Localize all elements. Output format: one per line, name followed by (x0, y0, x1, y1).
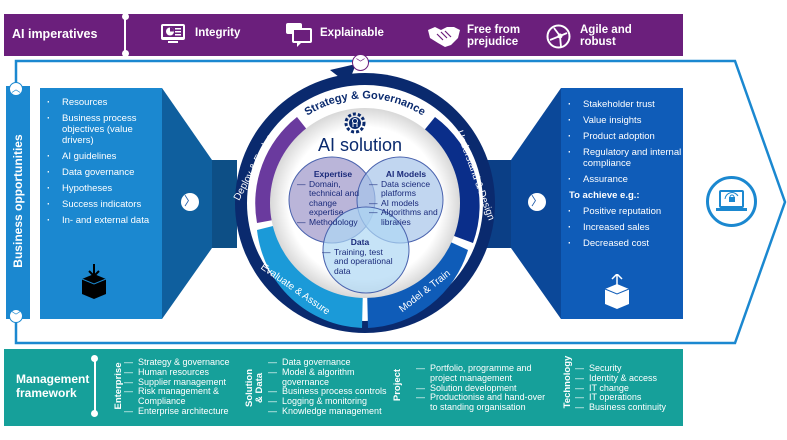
list-item: IT operations (575, 393, 666, 403)
list-item: Success indicators (40, 199, 162, 210)
venn-title: AI Models (385, 169, 427, 179)
ai-gear-icon (344, 112, 366, 139)
management-framework-title: Management framework (16, 372, 89, 400)
chevron-right-icon[interactable]: 〉 (181, 193, 199, 211)
achieve-heading: To achieve e.g.: (569, 190, 640, 201)
list-item: Supplier management (124, 377, 243, 388)
list-item: Positive reputation (561, 206, 683, 217)
list-item: Strategy & governance (124, 357, 243, 368)
list-item: In- and external data (40, 215, 162, 226)
list-item: IT change (575, 383, 666, 394)
group-label-enterprise: Enterprise (113, 362, 124, 410)
label-line: robust (580, 36, 616, 48)
title-line: framework (16, 386, 77, 400)
list-item: Logging & monitoring (268, 396, 398, 407)
imperative-integrity: Integrity (195, 27, 241, 39)
label-line: Agile and (580, 24, 632, 36)
title-line: Management (16, 372, 90, 386)
technology-list: Security Identity & access IT change IT … (575, 363, 666, 413)
imperative-agile-and-robust: Agile and robust (580, 24, 632, 48)
list-item: Regulatory and internal compliance (561, 147, 683, 169)
list-item: AI guidelines (40, 151, 162, 162)
outcomes-panel: Stakeholder trust Value insights Product… (561, 88, 683, 319)
list-item: Resources (40, 97, 162, 108)
ai-imperatives-title: AI imperatives (12, 27, 98, 41)
list-item: Decreased cost (561, 238, 683, 249)
list-item: Model & algorithm governance (268, 367, 382, 388)
list-item: Business process controls (268, 387, 398, 397)
venn-title: Expertise (313, 169, 353, 179)
business-opportunities-label: Business opportunities (11, 134, 25, 268)
laptop-lock-icon (706, 176, 757, 227)
label-line: Free from (467, 24, 521, 36)
list-item: Stakeholder trust (561, 99, 683, 110)
venn-item: Domain, technical and change expertise (297, 179, 366, 218)
list-item: Business continuity (575, 402, 666, 413)
list-item: Product adoption (561, 131, 683, 142)
list-item: Assurance (561, 174, 683, 185)
network-node-icon (546, 24, 571, 54)
chevron-down-icon[interactable]: ﹀ (9, 309, 23, 323)
inputs-panel: Resources Business process objectives (v… (40, 88, 162, 319)
venn-data-text: Data Training, test and operational data (322, 237, 395, 277)
handshake-icon (427, 24, 461, 53)
chevron-right-icon[interactable]: 〉 (528, 193, 546, 211)
list-item: Solution development (416, 383, 551, 394)
outcomes-list: Stakeholder trust Value insights Product… (561, 99, 683, 185)
venn-item: Training, test and operational data (322, 247, 395, 277)
venn-ai-models-text: AI Models Data science platforms AI mode… (369, 169, 440, 227)
list-item: Value insights (561, 115, 683, 126)
divider-dot (91, 355, 98, 362)
group-label-solution-data: Solution & Data (244, 358, 265, 418)
chevron-up-icon[interactable]: ︿ (9, 82, 23, 96)
group-label-project: Project (392, 368, 403, 402)
solution-data-list: Data governance Model & algorithm govern… (268, 357, 398, 417)
speech-bubbles-icon (285, 22, 313, 53)
label-line: prejudice (467, 36, 519, 48)
achieve-list: Positive reputation Increased sales Decr… (561, 206, 683, 249)
imperative-free-from-prejudice: Free from prejudice (467, 24, 520, 48)
box-upload-icon (603, 272, 631, 315)
venn-item: Algorithms and libraries (369, 207, 440, 227)
divider-dot (122, 13, 129, 20)
divider-dot (122, 50, 129, 57)
box-download-icon (80, 264, 108, 305)
venn-title: Data (350, 237, 370, 247)
venn-item: AI models (369, 198, 440, 209)
list-item: Productionise and hand-over to standing … (416, 393, 551, 413)
inputs-list: Resources Business process objectives (v… (40, 97, 162, 226)
list-item: Security (575, 363, 666, 374)
list-item: Data governance (40, 167, 162, 178)
label-line: & Data (254, 372, 265, 404)
venn-item: Data science platforms (369, 179, 440, 199)
list-item: Increased sales (561, 222, 683, 233)
list-item: Risk management & Compliance (124, 387, 243, 407)
enterprise-list: Strategy & governance Human resources Su… (124, 357, 243, 417)
divider (94, 357, 96, 415)
chevron-down-icon[interactable]: ﹀ (352, 54, 369, 71)
list-item: Human resources (124, 367, 243, 378)
list-item: Enterprise architecture (124, 406, 243, 417)
list-item: Knowledge management (268, 406, 398, 417)
list-item: Business process objectives (value drive… (40, 113, 162, 146)
list-item: Identity & access (575, 373, 666, 384)
venn-expertise-text: Expertise Domain, technical and change e… (297, 169, 366, 228)
divider (124, 17, 126, 53)
project-list: Portfolio, programme and project managem… (416, 363, 551, 413)
list-item: Portfolio, programme and project managem… (416, 363, 551, 384)
ai-solution-title: AI solution (317, 135, 403, 155)
group-label-technology: Technology (562, 355, 573, 409)
monitor-chart-icon (160, 23, 186, 50)
business-opportunities-bar (6, 86, 30, 319)
divider-dot (91, 410, 98, 417)
list-item: Data governance (268, 357, 398, 368)
list-item: Hypotheses (40, 183, 162, 194)
venn-item: Methodology (297, 217, 366, 228)
imperative-explainable: Explainable (320, 27, 384, 39)
